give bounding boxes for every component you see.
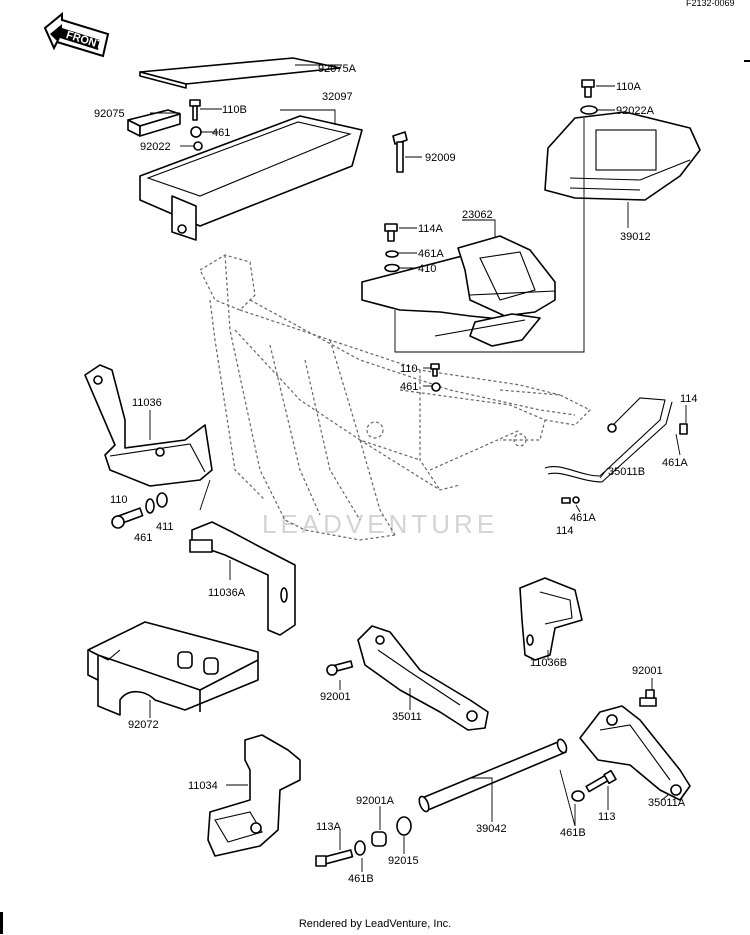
label-114-right: 114 (680, 393, 698, 405)
shaft-39042 (418, 738, 568, 813)
label-110-left: 110 (110, 494, 128, 506)
label-35011B: 35011B (608, 466, 645, 478)
label-39012: 39012 (620, 231, 651, 243)
label-92001A: 92001A (356, 795, 395, 807)
footer-credit: Rendered by LeadVenture, Inc. (298, 918, 452, 930)
label-92001-left: 92001 (320, 691, 351, 703)
label-461-left: 461 (134, 532, 152, 544)
bolt-114A-icon (384, 223, 398, 242)
part-labels: 92075A 92075 110B 32097 461 92022 92009 … (94, 63, 698, 885)
label-461A-top: 461A (418, 248, 444, 260)
label-411: 411 (156, 521, 174, 533)
label-92022A: 92022A (616, 105, 655, 117)
bracket-11036A (189, 521, 296, 636)
label-11036A: 11036A (208, 587, 246, 599)
crop-mark-left (0, 912, 3, 934)
washer-461-icon (190, 126, 202, 138)
bolt-113-icon (585, 769, 617, 793)
battery-tray-32097 (139, 115, 363, 241)
label-11036: 11036 (132, 397, 162, 409)
plate-92072 (87, 621, 259, 716)
label-113: 113 (598, 811, 616, 823)
label-461B-left: 461B (348, 873, 374, 885)
label-23062: 23062 (462, 209, 493, 221)
label-461-top: 461 (212, 127, 230, 139)
label-461-mid: 461 (400, 381, 418, 393)
footrest-bar-35011B (544, 397, 673, 483)
bracket-11036 (84, 364, 213, 487)
label-92075A: 92075A (318, 63, 357, 75)
bolt-114-low-icon (561, 496, 580, 504)
washer-461-left-icon (145, 498, 155, 514)
label-92072: 92072 (128, 719, 159, 731)
label-32097: 32097 (322, 91, 353, 103)
label-35011: 35011 (392, 711, 422, 723)
label-114A: 114A (418, 223, 444, 235)
label-461A-right: 461A (662, 457, 688, 469)
label-39042: 39042 (476, 823, 507, 835)
bolt-110-mid-icon (430, 363, 440, 377)
washer-461B-left-icon (354, 840, 366, 856)
battery-cover-92075A (139, 57, 341, 89)
crop-mark-right (744, 60, 750, 62)
label-461B-right: 461B (560, 827, 586, 839)
front-arrow-icon: FRONT (43, 11, 110, 58)
label-110A: 110A (616, 81, 642, 93)
label-410: 410 (418, 263, 436, 275)
label-92009: 92009 (425, 152, 456, 164)
motorcycle-frame (199, 254, 592, 541)
washer-410-icon (384, 263, 400, 273)
bolt-92001-right-icon (639, 689, 657, 707)
label-92001-right: 92001 (632, 665, 663, 677)
pad-92075 (127, 109, 181, 137)
collar-92001A-icon (371, 831, 387, 847)
bolt-110A-icon (581, 79, 595, 98)
label-110B: 110B (222, 104, 247, 116)
reference-code: F2132-0069 (686, 0, 735, 8)
label-92015: 92015 (388, 855, 419, 867)
bracket-11034 (207, 734, 301, 857)
side-cover-39012 (544, 111, 701, 201)
footrest-holder-35011A (579, 705, 691, 801)
bolt-113A-icon (315, 849, 354, 867)
label-461A-low: 461A (570, 512, 596, 524)
bracket-23062 (361, 235, 556, 347)
washer-461B-right-icon (571, 790, 585, 802)
washer-461-mid-icon (431, 382, 441, 392)
label-92022: 92022 (140, 141, 171, 153)
leader-lines (149, 64, 687, 872)
bolt-92009-icon (392, 131, 408, 173)
bracket-11036B (519, 577, 583, 661)
washer-92022A-icon (580, 105, 598, 115)
label-92075: 92075 (94, 108, 125, 120)
label-110-mid: 110 (400, 363, 418, 375)
label-114-low: 114 (556, 525, 574, 537)
label-35011A: 35011A (648, 797, 686, 809)
footrest-holder-35011 (357, 625, 489, 731)
label-11036B: 11036B (530, 657, 567, 669)
bolt-110-left-icon (111, 507, 144, 529)
watermark: LEADVENTURE (262, 509, 498, 539)
washer-461A-icon (385, 250, 399, 258)
label-11034: 11034 (188, 780, 218, 792)
spacer-411-icon (156, 492, 168, 508)
nut-92015-icon (396, 816, 412, 836)
bolt-114-right-icon (679, 423, 688, 435)
bolt-110B-icon (189, 99, 201, 121)
bolt-92001-left-icon (326, 660, 354, 676)
label-113A: 113A (316, 821, 342, 833)
washer-92022-icon (193, 141, 203, 151)
